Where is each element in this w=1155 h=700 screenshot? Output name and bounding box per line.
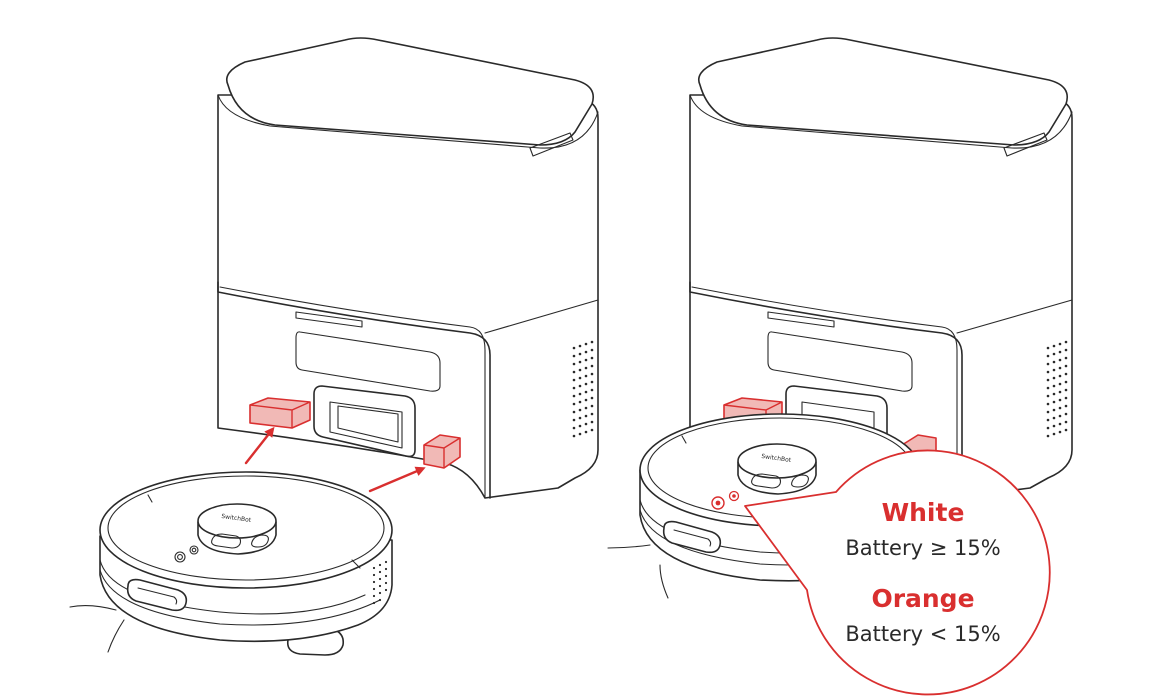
callout-title-orange: Orange — [871, 584, 974, 613]
arrow-to-left-contact — [244, 426, 275, 465]
dock-lid — [226, 37, 594, 146]
left-scene: SwitchBot — [69, 37, 599, 656]
dock-recess — [295, 331, 441, 392]
dock-lid-edge — [217, 94, 599, 149]
robot-lds-turret: SwitchBot — [737, 443, 817, 495]
dock-lid-handle — [529, 132, 574, 157]
charging-contact-left — [249, 397, 311, 429]
power-button — [174, 551, 186, 563]
robot-buttons — [174, 545, 199, 563]
robot-side-grill — [372, 560, 388, 605]
callout-title-white: White — [882, 498, 965, 527]
dock-seam — [217, 281, 491, 499]
callout-bubble — [744, 449, 1051, 696]
robot-buttons — [711, 490, 740, 510]
dock-recess — [767, 331, 913, 392]
robot-lds-turret: SwitchBot — [197, 503, 277, 555]
robot-front-slot — [662, 520, 722, 554]
robot-logo: SwitchBot — [221, 513, 252, 524]
callout-item-white: White Battery ≥ 15% — [845, 498, 1000, 560]
dock-guide-plate — [313, 385, 416, 458]
home-button-indicator — [728, 490, 740, 502]
robot-vacuum-left: SwitchBot — [69, 471, 393, 656]
dock-body — [217, 94, 599, 499]
battery-indicator-callout: White Battery ≥ 15% Orange Battery < 15% — [744, 449, 1051, 696]
arrow-to-right-contact — [368, 466, 426, 493]
home-button — [189, 545, 199, 555]
dock-lid-handle — [1003, 132, 1048, 157]
dock-speaker-grill — [572, 340, 594, 438]
dock-station-left — [217, 37, 599, 499]
robot-logo: SwitchBot — [761, 453, 792, 464]
dock-station-right — [689, 37, 1073, 499]
callout-desc-orange: Battery < 15% — [845, 622, 1000, 646]
power-button-indicator — [711, 496, 725, 510]
callout-item-orange: Orange Battery < 15% — [845, 584, 1000, 646]
robot-front-slot — [126, 578, 188, 612]
right-scene: SwitchBot White Battery ≥ 15% Orange Bat… — [607, 37, 1073, 696]
callout-desc-white: Battery ≥ 15% — [845, 536, 1000, 560]
alignment-arrows — [244, 426, 426, 493]
dock-lid — [698, 37, 1068, 146]
dock-speaker-grill — [1046, 340, 1068, 438]
